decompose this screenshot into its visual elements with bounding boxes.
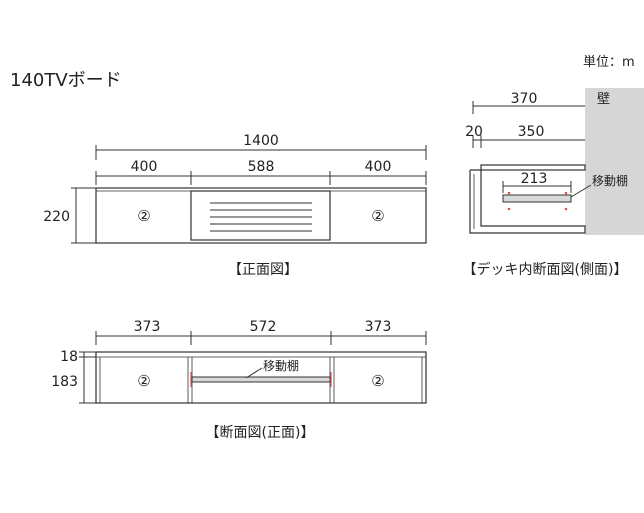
- product-title: 140TVボード: [10, 70, 122, 91]
- front-view: 1400 400 588 400 220 ② ② 【正面図】: [43, 133, 427, 278]
- side-shelf-label: 移動棚: [592, 173, 628, 188]
- side-depth-dim: 350: [518, 124, 545, 140]
- side-shelf-pin-3: [507, 207, 511, 211]
- section-shelf-leader: [245, 367, 263, 379]
- section-marker-left: ②: [137, 372, 150, 390]
- side-movable-shelf: [502, 194, 572, 203]
- section-shelf-label: 移動棚: [263, 358, 299, 373]
- front-marker-left: ②: [137, 207, 150, 225]
- side-caption: 【デッキ内断面図(側面)】: [463, 261, 628, 278]
- section-caption: 【断面図(正面)】: [206, 425, 315, 441]
- section-marker-right: ②: [371, 372, 384, 390]
- section-top-dim: 18: [60, 349, 78, 365]
- front-right-dim: 400: [365, 159, 392, 175]
- section-mid-dim: 572: [250, 319, 277, 335]
- side-view: 壁 370 20 350 213 移動棚 【デッキ内断面図(側面)】: [463, 88, 644, 278]
- side-gap-dim: 20: [465, 124, 483, 140]
- side-shelf-dim: 213: [521, 171, 548, 187]
- wall: [585, 88, 644, 235]
- side-back-and-bottom: [469, 169, 586, 234]
- side-total-dim: 370: [511, 91, 538, 107]
- section-right-dim: 373: [365, 319, 392, 335]
- section-left-dim: 373: [134, 319, 161, 335]
- side-shelf-pin-1: [507, 191, 511, 195]
- front-marker-right: ②: [371, 207, 384, 225]
- front-caption: 【正面図】: [228, 262, 298, 278]
- front-left-dim: 400: [131, 159, 158, 175]
- wall-label: 壁: [597, 92, 610, 107]
- section-view: 373 572 373 18 183 移動棚 ② ② 【断面図(正面)】: [51, 319, 427, 441]
- unit-label: 単位：m: [583, 54, 635, 70]
- section-movable-shelf: [191, 376, 331, 383]
- section-height-dim: 183: [51, 374, 78, 390]
- front-total-dim: 1400: [243, 133, 279, 149]
- side-shelf-leader: [570, 184, 592, 198]
- front-center-drop-door: [190, 190, 331, 241]
- side-shelf-pin-2: [564, 191, 568, 195]
- side-top-board: [480, 164, 586, 171]
- side-shelf-pin-4: [564, 207, 568, 211]
- front-height-dim: 220: [43, 209, 70, 225]
- front-mid-dim: 588: [248, 159, 275, 175]
